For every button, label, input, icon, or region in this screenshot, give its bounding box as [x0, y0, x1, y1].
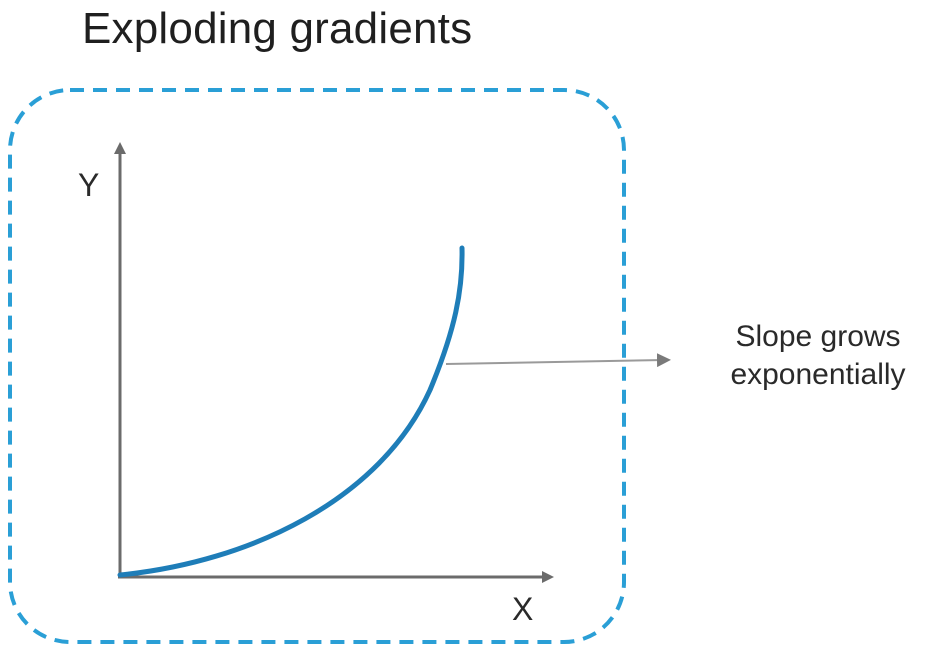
- annotation-line-1: Slope grows: [735, 320, 901, 353]
- arrow-right-icon: [445, 353, 671, 368]
- dashed-frame: [8, 88, 626, 644]
- x-axis-label: X: [512, 591, 533, 627]
- slope-annotation: Slope grows exponentially: [690, 318, 946, 394]
- exponential-curve: [117, 245, 465, 578]
- y-axis-label: Y: [78, 167, 99, 203]
- diagram-title: Exploding gradients: [82, 4, 473, 53]
- annotation-line-2: exponentially: [730, 358, 906, 391]
